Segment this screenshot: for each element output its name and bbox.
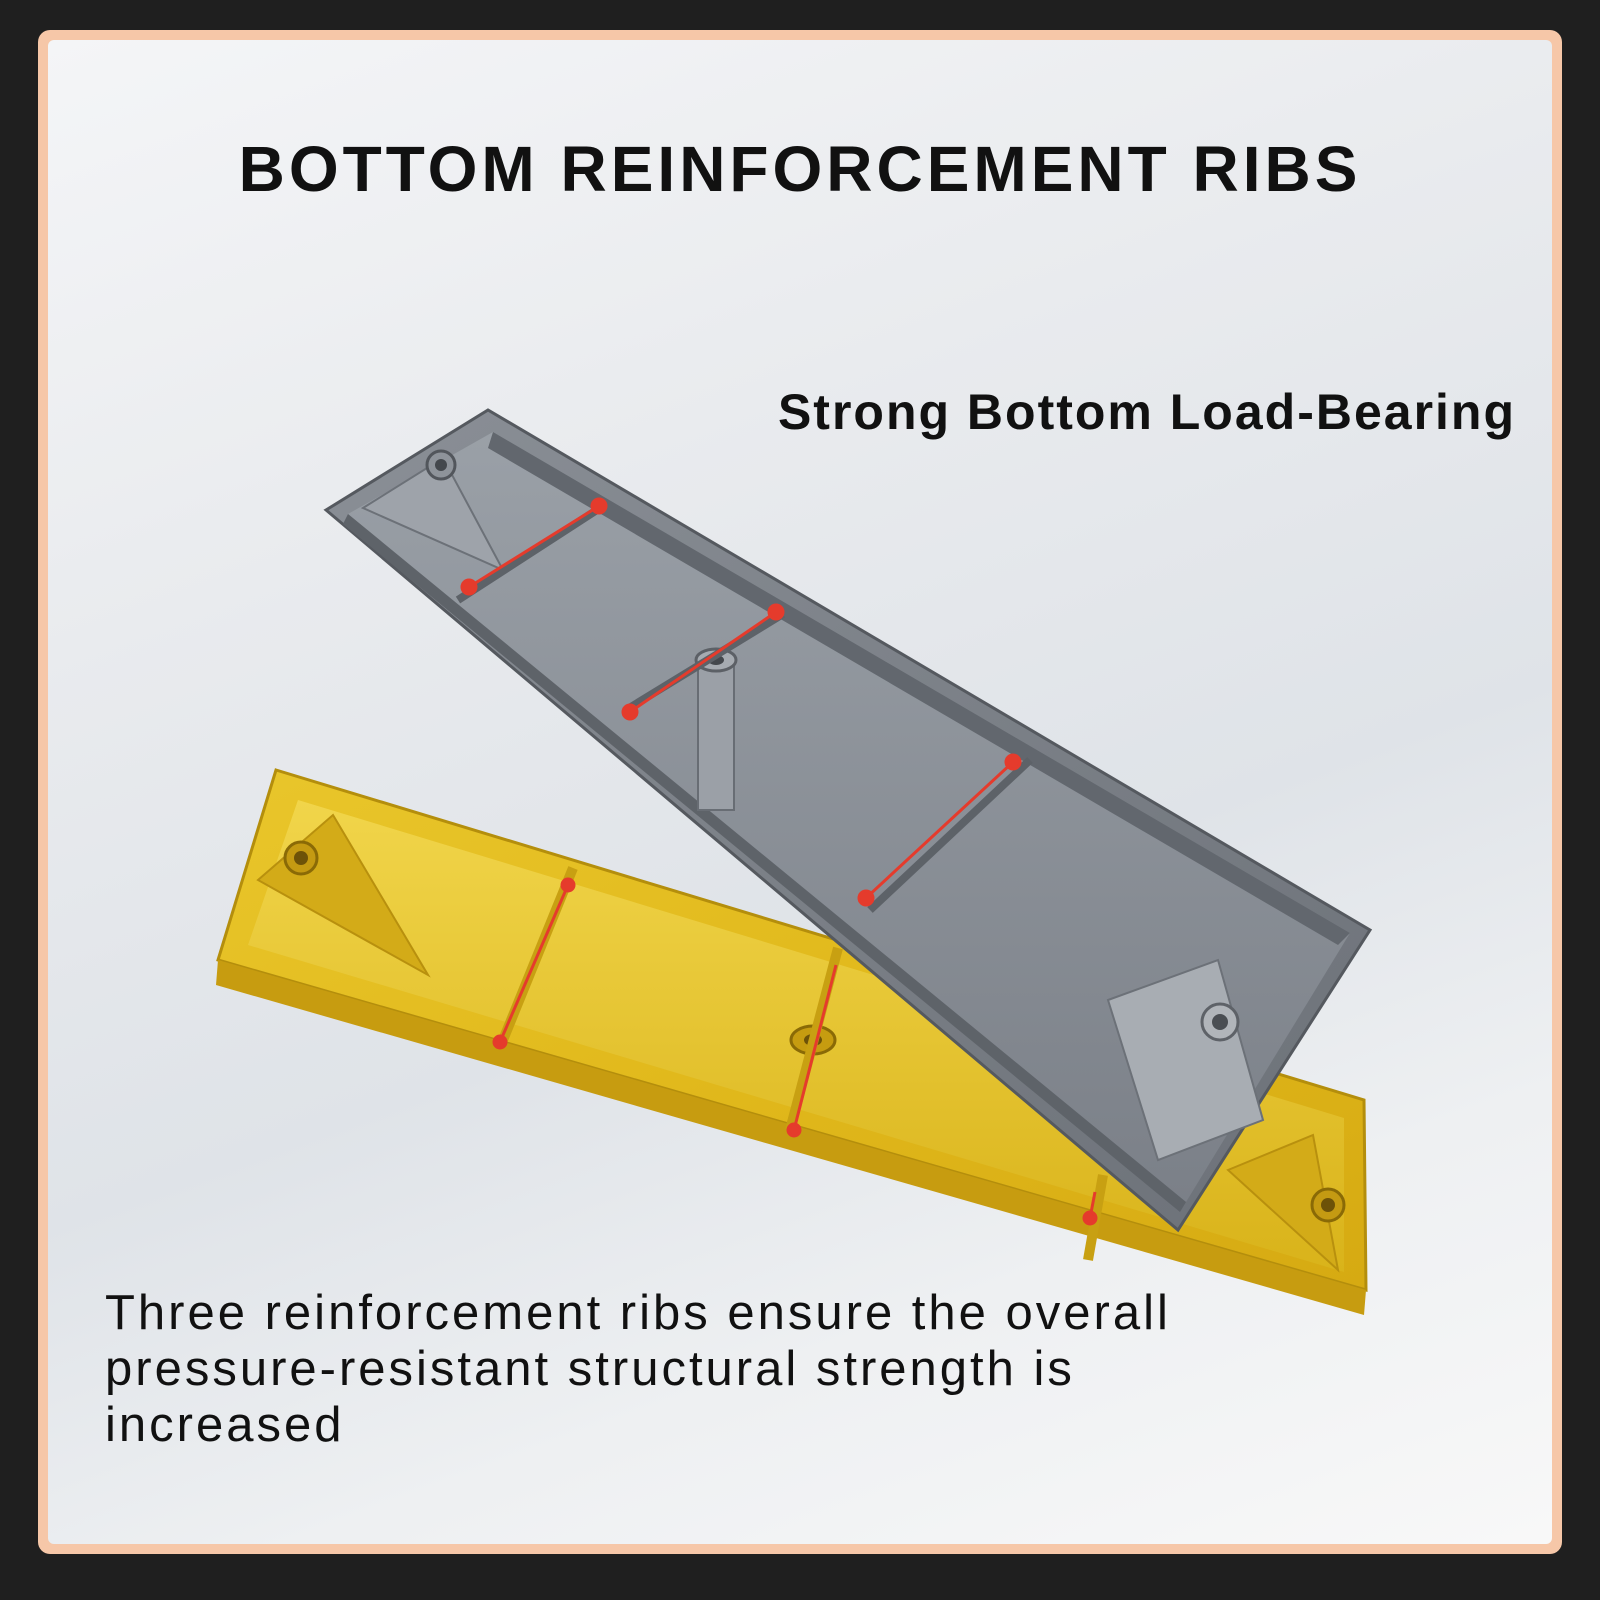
page-title: BOTTOM REINFORCEMENT RIBS — [238, 133, 1362, 205]
yellow-speed-bump-part — [216, 768, 1368, 1315]
subtitle: Strong Bottom Load-Bearing — [777, 384, 1516, 440]
product-panel: BOTTOM REINFORCEMENT RIBS Strong Bottom … — [48, 40, 1552, 1544]
image-frame: BOTTOM REINFORCEMENT RIBS Strong Bottom … — [38, 30, 1562, 1554]
gray-speed-bump-part — [323, 408, 1373, 1233]
description-text: Three reinforcement ribs ensure the over… — [105, 1286, 1171, 1452]
product-illustration — [216, 408, 1373, 1315]
